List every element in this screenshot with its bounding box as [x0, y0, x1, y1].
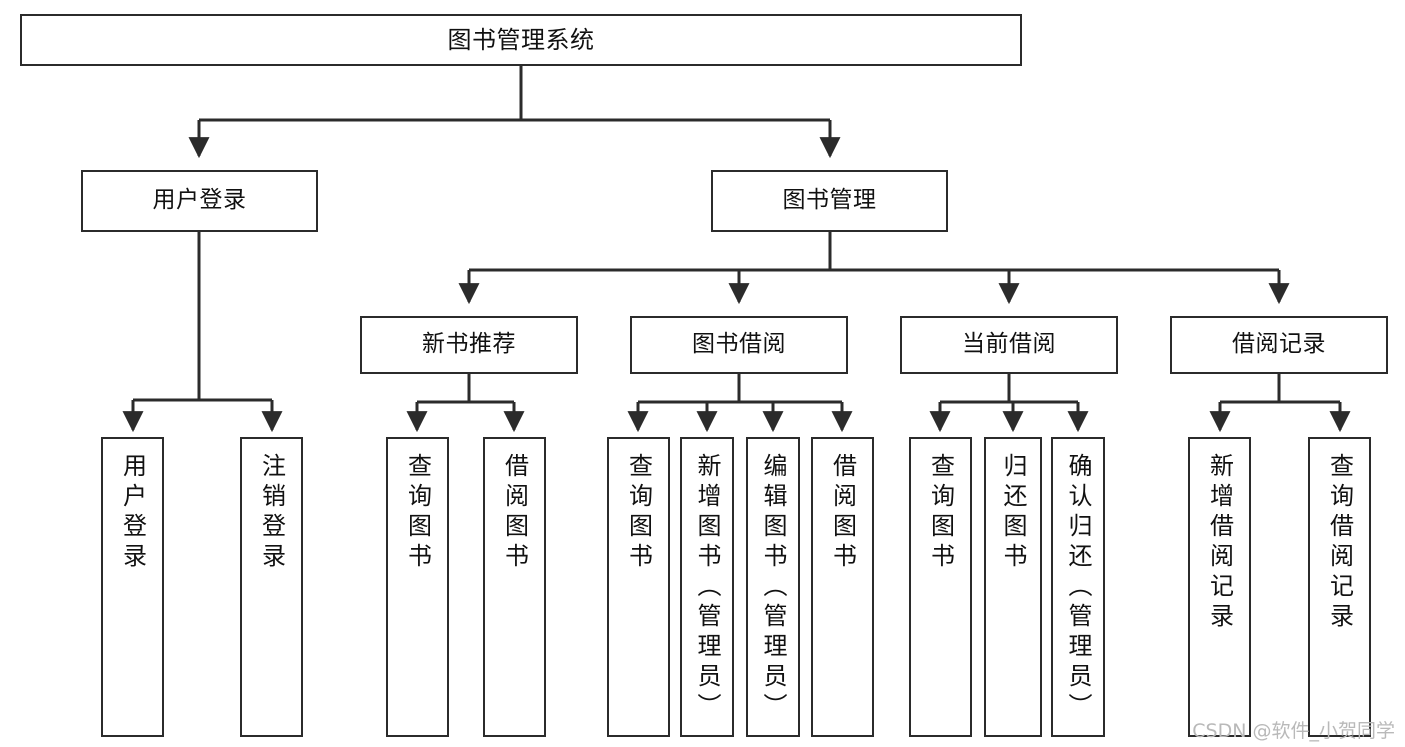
node-label: 查询图书	[624, 453, 653, 573]
node-label: 用户登录	[152, 187, 247, 214]
node-label: 用户登录	[118, 453, 147, 573]
leaf-add-book-admin[interactable]: 新增图书（管理员）	[680, 437, 734, 737]
leaf-query-book-recommend[interactable]: 查询图书	[386, 437, 449, 737]
node-label: 借阅记录	[1232, 331, 1326, 358]
node-root-system[interactable]: 图书管理系统	[20, 14, 1022, 66]
node-label: 归还图书	[999, 453, 1027, 573]
node-label: 查询借阅记录	[1325, 453, 1354, 633]
leaf-confirm-return-admin[interactable]: 确认归还（管理员）	[1051, 437, 1105, 737]
node-new-book-recommend[interactable]: 新书推荐	[360, 316, 578, 374]
node-label: 借阅图书	[828, 453, 857, 573]
node-label: 图书借阅	[692, 331, 786, 358]
leaf-return-book[interactable]: 归还图书	[984, 437, 1042, 737]
node-label: 新增图书（管理员）	[693, 453, 721, 723]
leaf-borrow-book[interactable]: 借阅图书	[811, 437, 874, 737]
leaf-add-borrow-record[interactable]: 新增借阅记录	[1188, 437, 1251, 737]
leaf-query-book-borrow[interactable]: 查询图书	[607, 437, 670, 737]
node-borrow-record[interactable]: 借阅记录	[1170, 316, 1388, 374]
leaf-edit-book-admin[interactable]: 编辑图书（管理员）	[746, 437, 800, 737]
node-current-borrow[interactable]: 当前借阅	[900, 316, 1118, 374]
node-user-login[interactable]: 用户登录	[81, 170, 318, 232]
node-book-borrow[interactable]: 图书借阅	[630, 316, 848, 374]
node-label: 编辑图书（管理员）	[759, 453, 787, 723]
node-label: 新增借阅记录	[1205, 453, 1234, 633]
node-label: 查询图书	[403, 453, 432, 573]
node-book-management[interactable]: 图书管理	[711, 170, 948, 232]
node-label: 当前借阅	[962, 331, 1056, 358]
watermark: CSDN @软件_小贺同学	[1192, 720, 1395, 742]
leaf-query-borrow-record[interactable]: 查询借阅记录	[1308, 437, 1371, 737]
node-label: 借阅图书	[500, 453, 529, 573]
leaf-user-login[interactable]: 用户登录	[101, 437, 164, 737]
node-label: 图书管理系统	[447, 25, 595, 54]
node-label: 确认归还（管理员）	[1064, 453, 1092, 723]
leaf-logout[interactable]: 注销登录	[240, 437, 303, 737]
leaf-query-book-current[interactable]: 查询图书	[909, 437, 972, 737]
leaf-borrow-book-recommend[interactable]: 借阅图书	[483, 437, 546, 737]
node-label: 新书推荐	[422, 331, 516, 358]
node-label: 查询图书	[926, 453, 955, 573]
node-label: 图书管理	[782, 187, 877, 214]
node-label: 注销登录	[257, 453, 286, 573]
